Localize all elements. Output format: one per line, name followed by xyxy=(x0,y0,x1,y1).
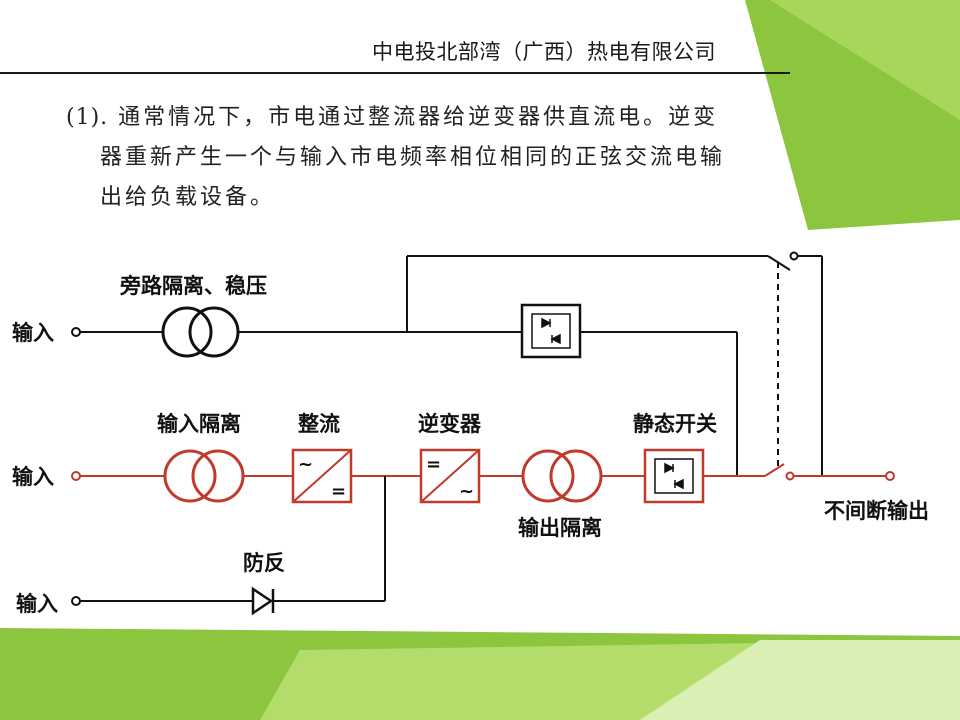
output-transformer-coil-left xyxy=(521,449,575,503)
main-switch-blade xyxy=(764,463,785,477)
label-rectifier: 整流 xyxy=(298,412,340,436)
top-right-light-green-shape xyxy=(770,0,960,120)
bottom-highlight xyxy=(640,640,960,720)
rectifier-diagonal xyxy=(292,449,352,503)
label-output: 不间断输出 xyxy=(824,499,929,523)
company-title: 中电投北部湾（广西）热电有限公司 xyxy=(372,40,716,64)
label-inverter: 逆变器 xyxy=(418,412,482,436)
bypass-thyristor-symbols xyxy=(531,313,571,349)
label-input-battery: 输入 xyxy=(16,592,58,616)
label-input-main: 输入 xyxy=(12,465,54,489)
description-line-3: 出给负载设备。 xyxy=(100,185,276,210)
input-transformer-coil-left xyxy=(163,449,217,503)
bypass-path xyxy=(71,251,823,476)
inverter-dc-symbol: = xyxy=(426,454,441,475)
label-anti-reverse: 防反 xyxy=(243,551,285,575)
bypass-static-switch xyxy=(520,303,582,359)
main-path xyxy=(71,448,895,504)
description-number: (1). xyxy=(66,105,109,130)
inverter-diagonal xyxy=(420,449,480,503)
rectifier-dc-symbol: = xyxy=(331,481,346,502)
label-input-bypass: 输入 xyxy=(12,321,54,345)
input-transformer-coil-right xyxy=(191,449,245,503)
label-bypass-isolation: 旁路隔离、稳压 xyxy=(119,274,267,298)
description-text: (1). 通常情况下，市电通过整流器给逆变器供直流电。逆变 器重新产生一个与输入… xyxy=(66,98,896,218)
inverter-ac-symbol: ~ xyxy=(459,481,474,502)
main-input-terminal xyxy=(71,471,81,481)
anti-reverse-diode xyxy=(251,586,274,616)
bypass-switch-contact xyxy=(789,251,799,261)
bypass-transformer-coil-right xyxy=(188,306,240,358)
battery-path xyxy=(71,476,386,616)
static-switch-box xyxy=(643,448,705,504)
description-line-2: 器重新产生一个与输入市电频率相位相同的正弦交流电输 xyxy=(100,145,726,170)
header-divider xyxy=(0,72,790,74)
output-transformer-coil-right xyxy=(549,449,603,503)
description-line-1: 通常情况下，市电通过整流器给逆变器供直流电。逆变 xyxy=(118,105,719,130)
bypass-transformer-coil-left xyxy=(161,306,213,358)
battery-input-terminal xyxy=(71,596,81,606)
label-static-switch: 静态开关 xyxy=(633,412,717,436)
main-switch-contact xyxy=(785,471,795,481)
output-terminal xyxy=(885,471,895,481)
bypass-input-terminal xyxy=(71,327,81,337)
label-input-isolation: 输入隔离 xyxy=(157,412,241,436)
rectifier-ac-symbol: ~ xyxy=(298,454,313,475)
static-switch-thyristor-symbols xyxy=(654,458,694,494)
label-output-isolation: 输出隔离 xyxy=(518,516,602,540)
